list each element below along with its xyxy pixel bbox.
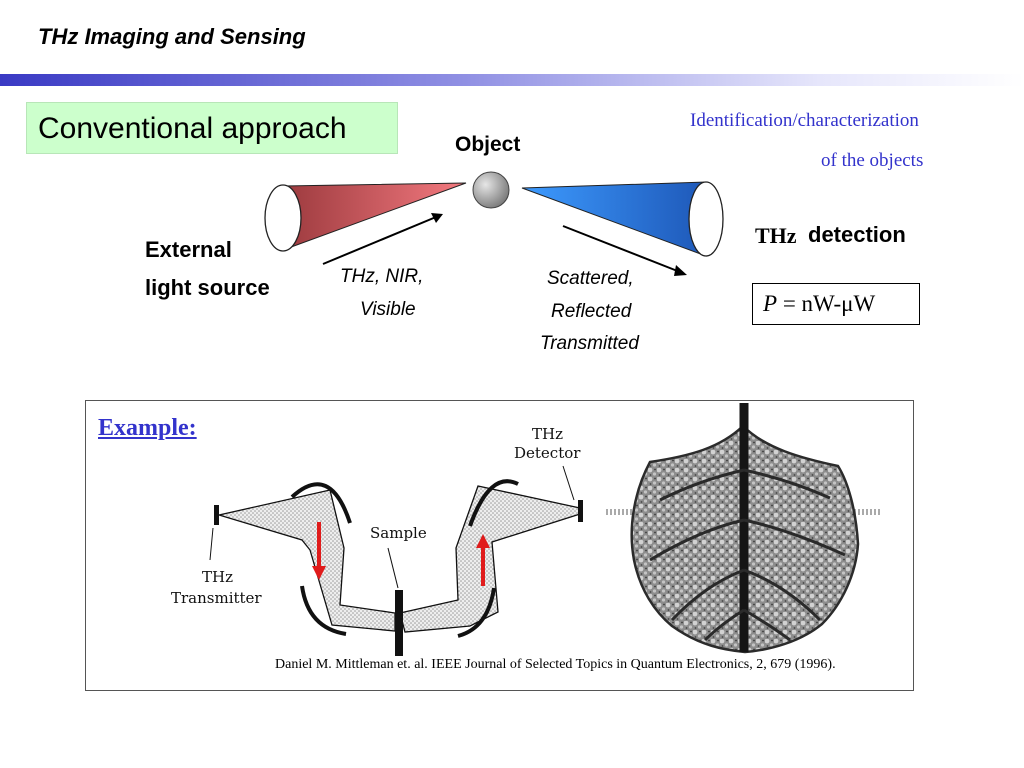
title-underline-bar xyxy=(0,74,1024,86)
incident-arrow xyxy=(322,213,443,265)
beam-direction-up-arrow xyxy=(476,534,490,586)
power-range-box: P = nW-μW xyxy=(752,283,920,325)
scattered-label-line-3: Transmitted xyxy=(540,333,639,354)
incident-label-line-2: Visible xyxy=(360,299,416,320)
thz-detector-antenna xyxy=(562,465,583,522)
scattered-label-line-2: Reflected xyxy=(551,301,632,322)
power-variable: P xyxy=(763,291,778,316)
detector-label-line-2: Detector xyxy=(514,444,581,462)
example-label: Example: xyxy=(98,415,197,441)
transmitter-label-line-2: Transmitter xyxy=(171,589,262,607)
scattered-arrow xyxy=(562,225,687,276)
sample-label: Sample xyxy=(370,524,427,542)
identification-line-1: Identification/characterization xyxy=(690,110,919,131)
thz-transmitter-antenna xyxy=(209,505,219,561)
beam-direction-down-arrow xyxy=(312,522,326,580)
incident-label-line-1: THz, NIR, xyxy=(340,266,424,287)
detector-label-line-1: THz xyxy=(532,425,563,443)
detection-prefix: THz xyxy=(755,223,797,248)
detector-cone xyxy=(521,181,724,257)
object-sphere xyxy=(472,171,510,209)
source-label-line-1: External xyxy=(145,237,232,262)
object-label: Object xyxy=(455,133,521,156)
scattered-label-line-1: Scattered, xyxy=(547,268,634,289)
parabolic-mirrors xyxy=(290,479,519,638)
identification-line-2: of the objects xyxy=(821,150,924,171)
source-label-line-2: light source xyxy=(145,275,270,300)
light-source-cone xyxy=(264,182,467,252)
thz-leaf-image xyxy=(606,403,880,654)
slide-title: THz Imaging and Sensing xyxy=(38,24,306,49)
citation-text: Daniel M. Mittleman et. al. IEEE Journal… xyxy=(275,657,836,672)
approach-label: Conventional approach xyxy=(26,102,398,154)
transmitter-label-line-1: THz xyxy=(202,568,233,586)
sample-slab xyxy=(387,547,403,656)
detection-label: detection xyxy=(808,222,906,247)
power-expression: = nW-μW xyxy=(777,291,876,316)
